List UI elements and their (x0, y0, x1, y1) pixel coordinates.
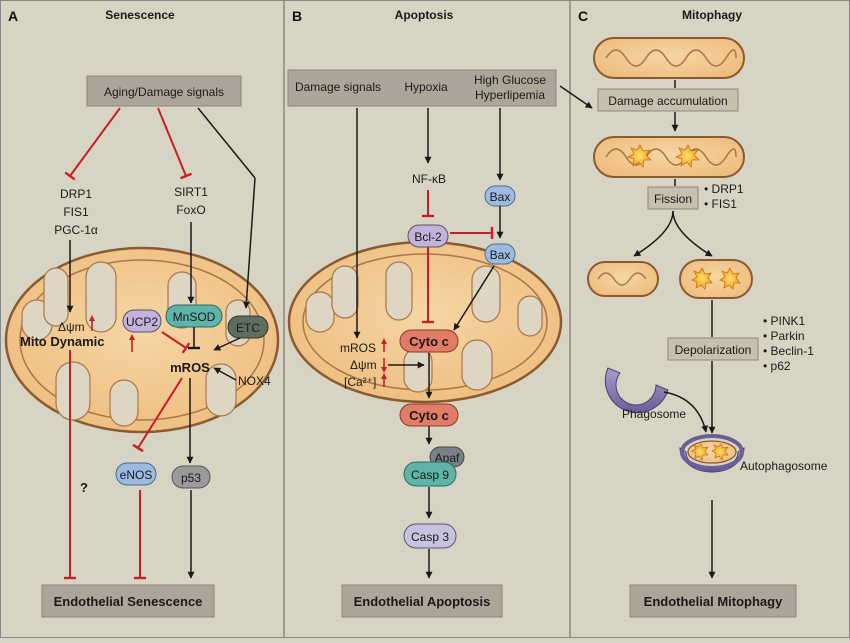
depol-factor-beclin1: • Beclin-1 (763, 344, 814, 358)
mros-label: mROS (170, 360, 210, 375)
cytoc-label-cytosol: Cyto c (409, 408, 449, 423)
cytoc-label-mito: Cyto c (409, 334, 449, 349)
signals-to-damage-accumulation (559, 85, 593, 109)
p53-label: p53 (181, 471, 201, 485)
etc-node (227, 315, 269, 339)
depolarization-label: Depolarization (675, 343, 752, 357)
enos-node (115, 462, 157, 486)
mitochondrion-healthy (593, 37, 745, 79)
p53-node (171, 465, 211, 489)
damage-signals-label: Damage signals (295, 80, 381, 94)
panel-letter-b: B (292, 8, 302, 24)
depol-factor-p62: • p62 (763, 359, 791, 373)
endothelial-mitophagy-label: Endothelial Mitophagy (644, 594, 783, 609)
endothelial-mitophagy-box (629, 584, 797, 618)
bcl2-label: Bcl-2 (414, 230, 442, 244)
hyperlipemia-label: Hyperlipemia (475, 88, 545, 102)
etc-label: ETC (236, 321, 260, 335)
fission-label: Fission (654, 192, 692, 206)
fission-factor-drp1: • DRP1 (704, 182, 744, 196)
daughter-mito-damaged (679, 259, 753, 299)
depolarization-box (667, 337, 759, 361)
nfkb-label: NF-κB (412, 172, 446, 186)
foxo-label: FoxO (176, 203, 205, 217)
mros-inhibit-enos (132, 377, 183, 453)
drp1-label: DRP1 (60, 187, 92, 201)
hypoxia-label: Hypoxia (404, 80, 448, 94)
cytoc-node-mito (399, 329, 459, 353)
bax-label-membrane: Bax (490, 248, 511, 262)
phagosome-label: Phagosome (622, 407, 686, 421)
autophagosome-label: Autophagosome (740, 459, 828, 473)
panel-apoptosis: Damage signals Hypoxia High Glucose Hype… (287, 69, 593, 618)
mitochondrion-b (287, 240, 563, 404)
bax-node-membrane (484, 243, 516, 265)
panel-letter-a: A (8, 8, 18, 24)
aging-damage-label: Aging/Damage signals (104, 85, 224, 99)
casp9-node (403, 461, 457, 487)
panel-title-mitophagy: Mitophagy (682, 8, 742, 22)
aging-damage-box (86, 75, 242, 107)
panel-senescence: Aging/Damage signals DRP1 FIS1 PGC-1α SI… (4, 75, 280, 618)
inhibit-drp1 (64, 107, 121, 181)
mitochondrion-damaged (593, 136, 745, 178)
mros-label-b: mROS (340, 341, 376, 355)
panel-mitophagy: Damage accumulation Fission • DRP1 • FIS… (587, 37, 828, 618)
endothelial-senescence-box (41, 584, 215, 618)
fis1-label: FIS1 (63, 205, 89, 219)
phagosome-arrow (663, 391, 708, 433)
depol-factor-pink1: • PINK1 (763, 314, 806, 328)
pgc1a-label: PGC-1α (54, 223, 98, 237)
panel-title-apoptosis: Apoptosis (395, 8, 454, 22)
ucp2-label: UCP2 (126, 315, 158, 329)
enos-label: eNOS (120, 468, 153, 482)
mnsod-label: MnSOD (173, 310, 216, 324)
delta-psi-label-b: Δψm (350, 358, 377, 372)
line-to-etc (197, 107, 256, 179)
question-mark: ? (80, 480, 88, 495)
endothelial-senescence-label: Endothelial Senescence (54, 594, 203, 609)
endothelial-apoptosis-label: Endothelial Apoptosis (354, 594, 491, 609)
fission-factor-fis1: • FIS1 (704, 197, 737, 211)
daughter-mito-healthy (587, 261, 659, 297)
bax-to-cytoc (453, 265, 495, 331)
high-glucose-label: High Glucose (474, 73, 546, 87)
depol-factor-parkin: • Parkin (763, 329, 805, 343)
apoptosis-signals-box (287, 69, 557, 107)
casp3-node (403, 523, 457, 549)
fission-arrow-right (672, 210, 713, 257)
endothelial-apoptosis-box (341, 584, 503, 618)
mito-dynamic-label: Mito Dynamic (20, 334, 105, 349)
damage-accumulation-label: Damage accumulation (608, 94, 727, 108)
casp3-label: Casp 3 (411, 530, 449, 544)
phagosome-shape (604, 367, 669, 414)
panel-letter-c: C (578, 8, 588, 24)
sirt1-label: SIRT1 (174, 185, 208, 199)
delta-psi-label: Δψm (58, 320, 85, 334)
panel-title-senescence: Senescence (105, 8, 175, 22)
etc-to-mros (213, 337, 241, 351)
ucp2-inhibit-mros (161, 331, 191, 354)
nox4-label: NOX4 (238, 374, 271, 388)
calcium-label: [Ca²⁺] (344, 375, 376, 389)
ucp2-node (122, 309, 162, 333)
autophagosome-shape (679, 434, 745, 473)
bax-label-top: Bax (490, 190, 511, 204)
nox4-to-mros (213, 367, 237, 381)
arrow-to-etc (242, 177, 256, 309)
casp9-label: Casp 9 (411, 468, 449, 482)
inhibit-sirt1 (157, 107, 193, 180)
damage-accumulation-box (597, 88, 739, 112)
fission-box (647, 186, 699, 210)
